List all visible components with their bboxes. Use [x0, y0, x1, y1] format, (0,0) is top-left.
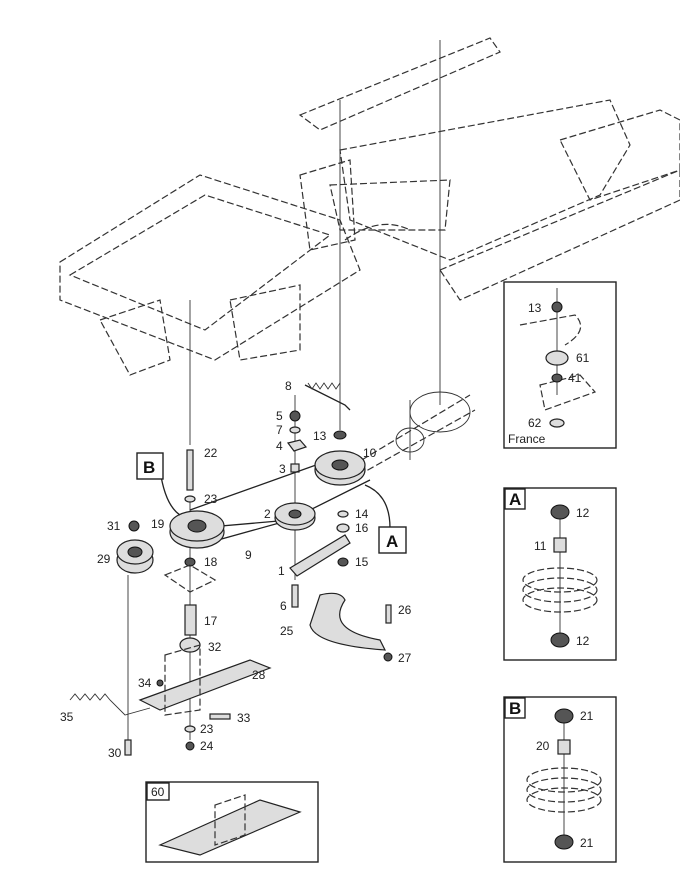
- label-26: 26: [398, 603, 412, 617]
- nut-24: [185, 741, 195, 751]
- france-caption: France: [508, 432, 546, 446]
- label-8: 8: [285, 379, 292, 393]
- label-31: 31: [107, 519, 121, 533]
- france-label-41: 41: [568, 371, 582, 385]
- deck-spindle: [395, 427, 425, 453]
- label-6: 6: [280, 599, 287, 613]
- spring-8: [304, 384, 351, 411]
- nut-18: [184, 557, 196, 567]
- spring-35: [69, 693, 151, 716]
- label-2: 2: [264, 507, 271, 521]
- pulley-2: [274, 502, 316, 531]
- inset-b-title: B: [509, 699, 521, 718]
- bolt-26: [385, 604, 392, 624]
- leader-lines: [127, 40, 441, 745]
- inset-france: 13 61 41 62 France: [503, 281, 617, 449]
- bolt-6: [291, 584, 299, 608]
- nut-5: [289, 410, 301, 422]
- label-4: 4: [276, 439, 283, 453]
- label-22: 22: [204, 446, 218, 460]
- france-label-62: 62: [528, 416, 542, 430]
- label-7: 7: [276, 423, 283, 437]
- bracket-25: [309, 592, 387, 651]
- deck-pulley: [409, 391, 471, 433]
- mount-bracket: [163, 564, 217, 593]
- callout-b: B: [143, 458, 155, 477]
- callout-b-box: [136, 452, 164, 480]
- bushing-32: [179, 637, 201, 653]
- label-30: 30: [108, 746, 122, 760]
- inset-b-label-21-top: 21: [580, 709, 594, 723]
- spring-coils: [307, 382, 341, 390]
- label-29: 29: [97, 552, 111, 566]
- belt-guide: [344, 394, 471, 471]
- idler-arm-1: [289, 534, 351, 577]
- channel-28: [138, 659, 272, 711]
- label-18: 18: [204, 555, 218, 569]
- inset-a-label-11: 11: [534, 539, 547, 553]
- label-35: 35: [60, 710, 74, 724]
- inset-b-label-21-bottom: 21: [580, 836, 594, 850]
- inset-60: 60: [145, 781, 319, 863]
- inset-b: B 21 20 21: [503, 696, 617, 863]
- label-14: 14: [355, 507, 369, 521]
- label-1: 1: [278, 564, 285, 578]
- pulley-10: [314, 450, 366, 486]
- label-3: 3: [279, 462, 286, 476]
- bolt-22: [186, 449, 194, 491]
- france-label-61: 61: [576, 351, 590, 365]
- part-labels: 8 5 7 4 3 13 10 22 23 19 2 14 16 31 29 1…: [60, 379, 412, 760]
- callout-a-box: [378, 526, 407, 554]
- label-9: 9: [245, 548, 252, 562]
- france-label-13: 13: [528, 301, 542, 315]
- nut-27: [383, 652, 393, 662]
- bolt-33: [209, 713, 231, 720]
- bolt-30: [124, 739, 132, 756]
- label-32: 32: [208, 640, 222, 654]
- nut-31: [128, 520, 140, 532]
- nut-13: [333, 430, 347, 440]
- pulley-19: [169, 510, 225, 549]
- label-24: 24: [200, 739, 214, 753]
- arrow-to-a: [364, 484, 391, 529]
- belt-guide-2: [349, 409, 476, 481]
- label-13: 13: [313, 429, 327, 443]
- inset-b-label-20: 20: [536, 739, 550, 753]
- inset-60-title: 60: [151, 785, 165, 799]
- label-15: 15: [355, 555, 369, 569]
- label-33: 33: [237, 711, 251, 725]
- bracket-4: [286, 439, 308, 452]
- label-5: 5: [276, 409, 283, 423]
- label-16: 16: [355, 521, 369, 535]
- inset-a: A 12 11 12: [503, 487, 617, 661]
- label-17: 17: [204, 614, 218, 628]
- inset-a-title: A: [509, 490, 521, 509]
- idler-pulley-29: [116, 539, 154, 574]
- label-23: 23: [204, 492, 218, 506]
- label-25: 25: [280, 624, 294, 638]
- nut-15: [337, 557, 349, 567]
- spacer-3: [290, 463, 300, 473]
- shaft-17: [184, 604, 197, 636]
- label-28: 28: [252, 668, 266, 682]
- label-23b: 23: [200, 722, 214, 736]
- inset-a-label-12-bottom: 12: [576, 634, 590, 648]
- tractor-frame: [59, 37, 680, 376]
- callout-a: A: [386, 532, 398, 551]
- washer-16: [336, 523, 350, 533]
- nut-34: [156, 679, 164, 687]
- washer-7: [289, 426, 301, 434]
- washer-14: [337, 510, 349, 518]
- label-27: 27: [398, 651, 412, 665]
- washer-23b: [184, 725, 196, 733]
- inset-a-label-12-top: 12: [576, 506, 590, 520]
- channel-bracket: [164, 644, 201, 716]
- washer-23: [184, 495, 196, 503]
- label-10: 10: [363, 446, 377, 460]
- label-19: 19: [151, 517, 165, 531]
- label-34: 34: [138, 676, 152, 690]
